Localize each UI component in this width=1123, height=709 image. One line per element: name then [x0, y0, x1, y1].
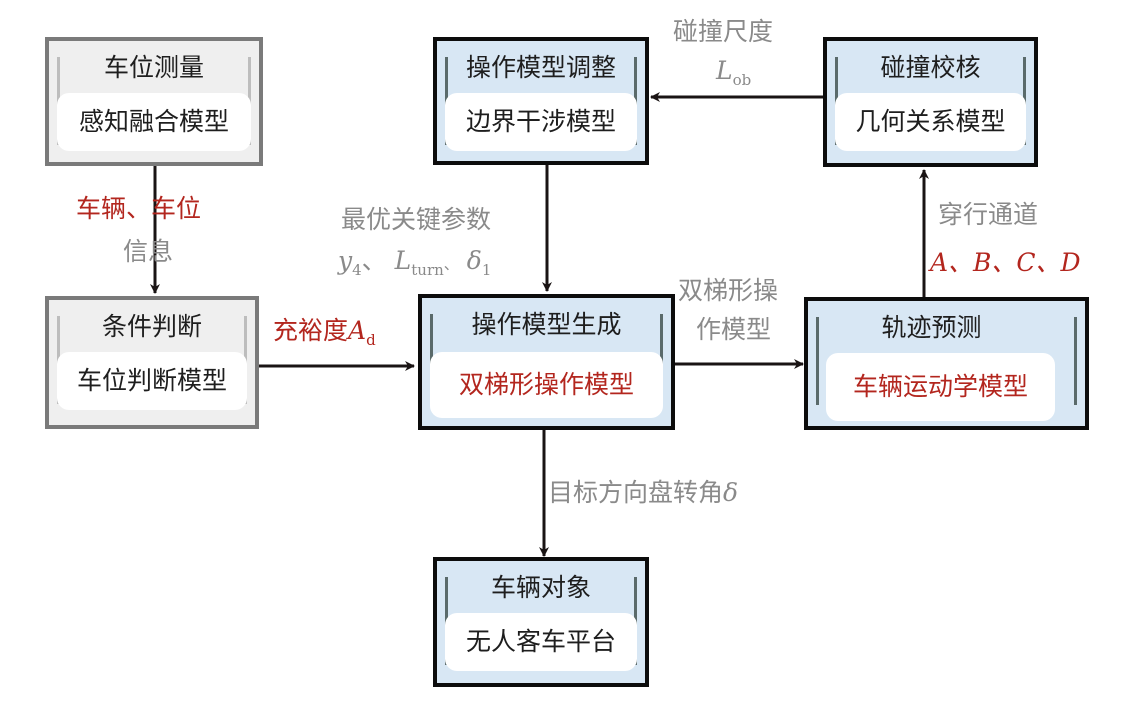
node-model: 感知融合模型 — [57, 93, 251, 151]
label-passage: 穿行通道 — [938, 200, 1039, 229]
node-title: 车辆对象 — [490, 573, 591, 602]
box-edge-decoration — [1074, 317, 1077, 405]
var-L-ob: L — [716, 56, 733, 85]
var-L-sub: turn — [411, 261, 444, 279]
var-L: L — [394, 246, 412, 275]
var-y-sub: 4 — [352, 261, 362, 279]
node-generate: 操作模型生成 双梯形操作模型 — [418, 294, 675, 430]
node-model: 边界干涉模型 — [445, 93, 637, 151]
var-L-ob-sub: ob — [732, 71, 752, 89]
label-double-trapezoid-2: 作模型 — [696, 315, 772, 344]
node-collision: 碰撞校核 几何关系模型 — [823, 37, 1038, 167]
node-model: 车辆运动学模型 — [826, 353, 1055, 421]
node-title: 轨迹预测 — [881, 313, 982, 342]
node-title: 操作模型调整 — [465, 53, 616, 82]
box-edge-decoration — [816, 317, 819, 405]
node-model: 车位判断模型 — [57, 352, 247, 410]
sep: 、 — [361, 246, 387, 275]
label-double-trapezoid-1: 双梯形操 — [678, 276, 779, 305]
label-margin-var: A — [348, 316, 367, 345]
label-collision-scale: 碰撞尺度 — [673, 17, 774, 46]
label-margin-text: 充裕度 — [273, 316, 349, 345]
label-margin-sub: d — [366, 331, 376, 349]
label-passage-vars: A、B、C、D — [930, 248, 1081, 277]
node-adjust: 操作模型调整 边界干涉模型 — [433, 37, 649, 165]
var-delta-sub: 1 — [481, 261, 492, 279]
sep: 、 — [443, 255, 459, 273]
node-predict: 轨迹预测 车辆运动学模型 — [804, 297, 1089, 430]
label-param-vars: y4、 Lturn、 δ1 — [338, 246, 491, 285]
var-y: y — [338, 246, 353, 275]
label-steering-angle: 目标方向盘转角δ — [548, 478, 738, 508]
node-model: 几何关系模型 — [835, 93, 1026, 151]
node-measure: 车位测量 感知融合模型 — [45, 37, 263, 166]
node-model: 无人客车平台 — [445, 613, 637, 671]
var-delta-target: δ — [723, 478, 739, 507]
node-title: 操作模型生成 — [471, 310, 622, 339]
node-condition: 条件判断 车位判断模型 — [45, 296, 259, 429]
node-model: 双梯形操作模型 — [430, 352, 663, 418]
label-margin: 充裕度Ad — [273, 316, 376, 355]
label-optimal-params: 最优关键参数 — [341, 205, 492, 234]
label-info: 信息 — [123, 237, 174, 266]
label-collision-var: Lob — [716, 56, 751, 95]
label-vehicle-slot: 车辆、车位 — [76, 194, 202, 223]
node-title: 碰撞校核 — [880, 53, 981, 82]
node-vehicle: 车辆对象 无人客车平台 — [433, 557, 649, 687]
node-title: 车位测量 — [103, 53, 204, 82]
var-delta: δ — [466, 246, 482, 275]
node-title: 条件判断 — [101, 312, 202, 341]
label-steering-text: 目标方向盘转角 — [548, 478, 724, 507]
